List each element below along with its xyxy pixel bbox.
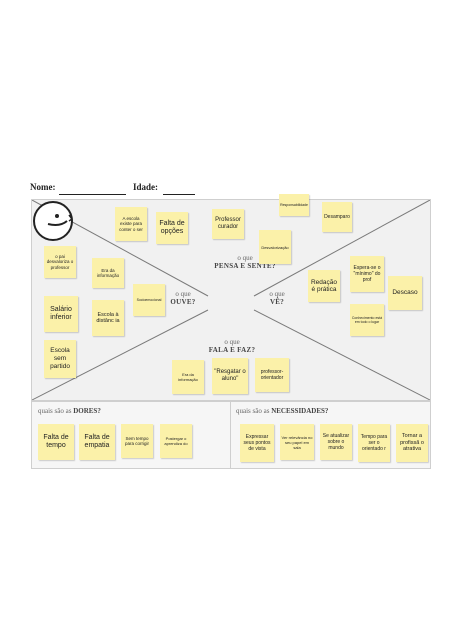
sticky-note[interactable]: "Resgatar o aluno" <box>212 358 248 394</box>
sticky-note[interactable]: Tempo para ser o orientado r <box>358 424 390 462</box>
sticky-note[interactable]: Professor curador <box>212 209 244 239</box>
sticky-note[interactable]: Expressar seus pontos de vista <box>240 424 274 462</box>
sticky-note[interactable]: Tornar a profissã o atrativa <box>396 424 428 462</box>
sticky-note[interactable]: Descaso <box>388 276 422 310</box>
quadrant-lines <box>32 200 430 400</box>
sticky-note[interactable]: Escola à distânc ia <box>92 300 124 336</box>
sticky-note[interactable]: Salário inferior <box>44 296 78 332</box>
sticky-note[interactable]: professor-orientador <box>255 358 289 392</box>
sticky-note[interactable]: Falta de empatia <box>79 424 115 460</box>
sticky-note[interactable]: Era da informação <box>92 258 124 288</box>
name-label: Nome: <box>30 182 56 192</box>
section-divider <box>230 402 231 468</box>
sticky-note[interactable]: A escola existe para conter o ser <box>115 207 147 241</box>
sticky-note[interactable]: Socioemocional <box>133 284 165 316</box>
age-field-line[interactable] <box>163 194 195 195</box>
age-label: Idade: <box>133 182 159 192</box>
head-profile-icon <box>33 201 74 241</box>
sticky-note[interactable]: Redação é prática <box>308 270 340 302</box>
sticky-note[interactable]: Ver relevância no seu papel em sala <box>280 424 314 460</box>
needs-title: quais são as NECESSIDADES? <box>236 407 329 415</box>
name-field-line[interactable] <box>59 194 126 195</box>
sticky-note[interactable]: Se atualizar sobre o mundo <box>320 424 352 460</box>
sticky-note[interactable]: Conhecimento está em todo o lugar <box>350 304 384 336</box>
sticky-note[interactable]: o pai desvaloriza o professor <box>44 246 76 278</box>
sticky-note[interactable]: Postergar o aprendiza do <box>160 424 192 458</box>
sticky-note[interactable]: Desvalorização <box>259 230 291 264</box>
form-header: Nome: Idade: <box>28 177 433 197</box>
sticky-note[interactable]: Falta de opções <box>156 212 188 244</box>
sticky-note[interactable]: Responsabilidade <box>279 194 309 216</box>
sticky-note[interactable]: Desamparo <box>322 202 352 232</box>
sticky-note[interactable]: Era da informação <box>172 360 204 394</box>
sticky-note[interactable]: Sem tempo para corrigir <box>121 424 153 458</box>
sticky-note[interactable]: Espera-se o "mínimo" do prof <box>350 256 384 292</box>
sticky-note[interactable]: Escola sem partido <box>44 340 76 378</box>
sticky-note[interactable]: Falta de tempo <box>38 424 74 460</box>
pains-title: quais são as DORES? <box>38 407 101 415</box>
pains-needs-panel: quais são as DORES? quais são as NECESSI… <box>31 401 431 469</box>
